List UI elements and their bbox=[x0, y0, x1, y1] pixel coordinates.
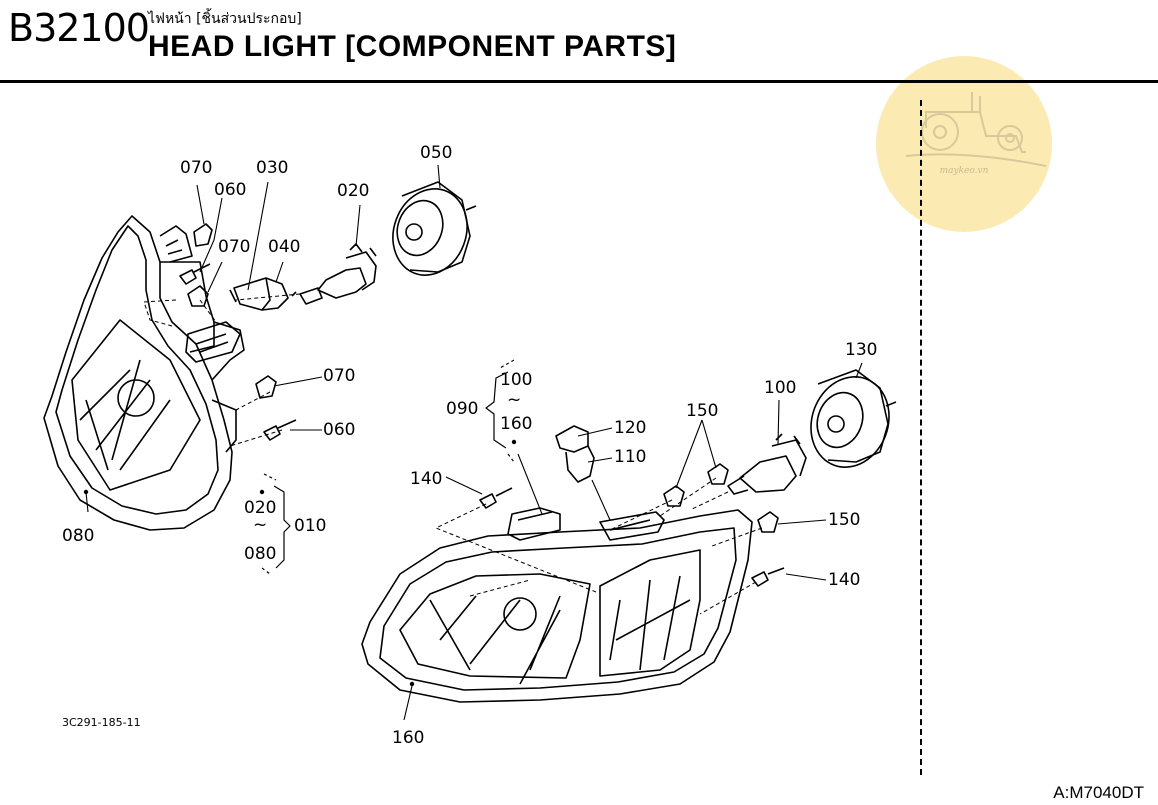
part-060-lower: 060 bbox=[323, 420, 356, 440]
figure-code: 3C291-185-11 bbox=[62, 716, 141, 729]
grommet-070-lower bbox=[255, 375, 277, 399]
screw-060-top bbox=[179, 263, 211, 285]
watermark-text: maykeo.vn bbox=[939, 166, 989, 176]
part-070-mid: 070 bbox=[218, 237, 251, 257]
dashed-assembly-lines bbox=[143, 293, 763, 615]
part-080: 080 bbox=[62, 526, 95, 546]
reflector-050-left bbox=[392, 181, 477, 276]
grommet-070-top bbox=[193, 223, 213, 247]
page-title: HEAD LIGHT [COMPONENT PARTS] bbox=[148, 30, 677, 63]
bulb-020-left bbox=[291, 243, 377, 305]
part-120: 120 bbox=[614, 418, 647, 438]
part-050: 050 bbox=[420, 143, 453, 163]
range-brackets bbox=[261, 359, 515, 575]
title-rule bbox=[0, 80, 1158, 83]
watermark-logo: maykeo.vn bbox=[876, 56, 1052, 232]
part-130: 130 bbox=[845, 340, 878, 360]
part-090: 090 bbox=[446, 399, 479, 419]
grommet-150-c bbox=[757, 511, 779, 533]
part-160-range-end: 160 bbox=[500, 414, 533, 434]
socket-040 bbox=[229, 277, 289, 311]
range-tilde-right: ~ bbox=[507, 390, 522, 410]
part-110: 110 bbox=[614, 447, 647, 467]
part-080-range-end: 080 bbox=[244, 544, 277, 564]
model-code: A:M7040DT bbox=[1053, 783, 1144, 802]
part-150-top: 150 bbox=[686, 401, 719, 421]
part-030: 030 bbox=[256, 158, 289, 178]
part-070-lower: 070 bbox=[323, 366, 356, 386]
group-code: B32100 bbox=[8, 6, 150, 50]
part-100-right: 100 bbox=[764, 378, 797, 398]
right-headlight-housing bbox=[361, 507, 753, 703]
part-010: 010 bbox=[294, 516, 327, 536]
range-tilde-left: ~ bbox=[253, 515, 268, 535]
bulb-100-right bbox=[727, 433, 807, 495]
part-040: 040 bbox=[268, 237, 301, 257]
title-thai: ไฟหน้า [ชิ้นส่วนประกอบ] bbox=[148, 11, 302, 27]
part-020-left: 020 bbox=[337, 181, 370, 201]
grommet-150-a bbox=[663, 485, 685, 507]
vertical-dashed-line bbox=[920, 100, 922, 775]
part-160-bottom: 160 bbox=[392, 728, 425, 748]
grommet-070-mid bbox=[187, 285, 209, 307]
part-140-left: 140 bbox=[410, 469, 443, 489]
left-headlight-housing bbox=[43, 215, 245, 531]
part-020-range-start: 020 bbox=[244, 498, 277, 518]
part-100-range-start: 100 bbox=[500, 370, 533, 390]
screw-140-right bbox=[751, 567, 785, 587]
part-070-top: 070 bbox=[180, 158, 213, 178]
reflector-130-right bbox=[810, 369, 897, 468]
part-140-right: 140 bbox=[828, 570, 861, 590]
tractor-icon bbox=[905, 92, 1047, 167]
leader-lines bbox=[85, 164, 863, 721]
part-150-right: 150 bbox=[828, 510, 861, 530]
grommet-150-b bbox=[707, 463, 729, 485]
bulb-110-socket-120 bbox=[555, 425, 595, 483]
part-060-top: 060 bbox=[214, 180, 247, 200]
screw-060-lower bbox=[263, 419, 297, 441]
